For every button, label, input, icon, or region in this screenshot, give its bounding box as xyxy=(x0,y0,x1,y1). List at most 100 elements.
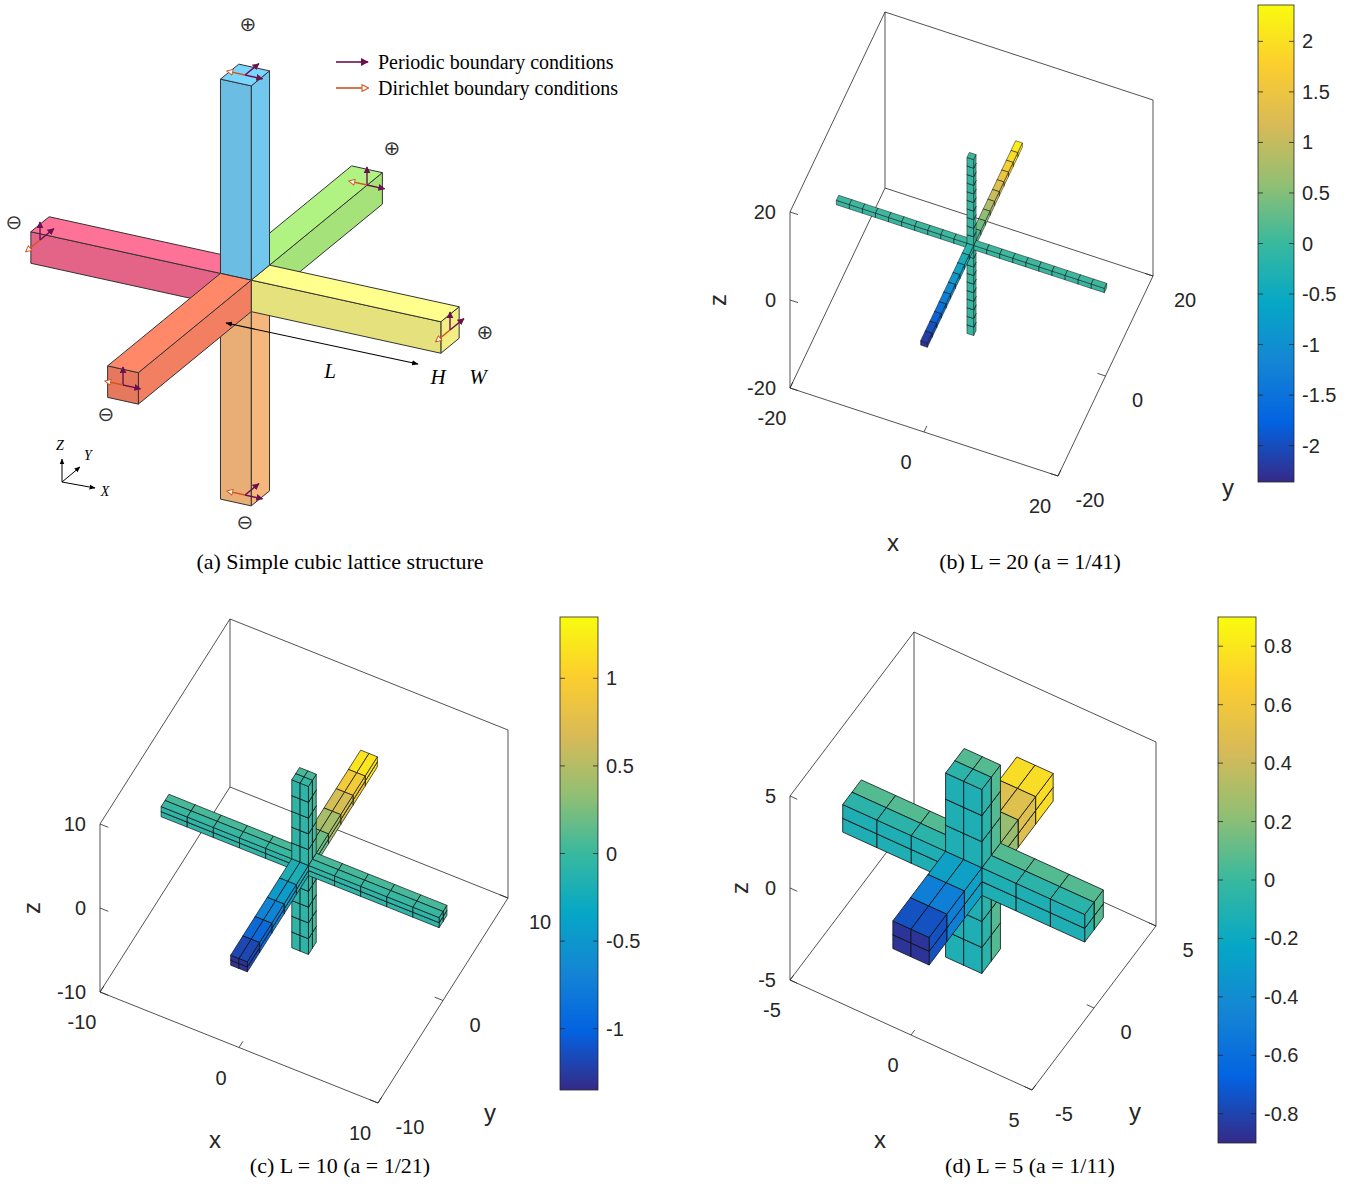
colorbar-tick xyxy=(1289,395,1294,396)
colorbar xyxy=(560,617,598,1090)
axis-tick xyxy=(1087,1005,1094,1008)
colorbar-tick xyxy=(1218,880,1223,881)
colorbar-tick xyxy=(1289,445,1294,446)
mesh-element-face xyxy=(213,821,243,838)
axis-label: y xyxy=(484,1099,496,1127)
axis-tick xyxy=(1097,373,1105,376)
panel-caption: (d) L = 5 (a = 1/11) xyxy=(945,1153,1115,1179)
colorbar-tick xyxy=(1258,41,1263,42)
colorbar-tick xyxy=(1289,41,1294,42)
legend-text: Dirichlet boundary conditions xyxy=(378,77,618,100)
colorbar-tick xyxy=(1258,243,1263,244)
axes-box-edge xyxy=(230,787,508,898)
axis-tick xyxy=(1025,1087,1032,1090)
boundary-arrow xyxy=(40,229,54,240)
axis-tick xyxy=(100,908,108,911)
axis-triad-label: Z xyxy=(56,438,64,454)
axis-triad-arrow xyxy=(62,467,80,482)
mesh-element-face xyxy=(964,769,991,790)
axes-box-edge xyxy=(914,816,1156,926)
colorbar-tick xyxy=(1289,142,1294,143)
mesh-element-face xyxy=(1050,887,1094,915)
axis-label: x xyxy=(887,529,899,557)
tick-label: 10 xyxy=(64,813,86,836)
tick-label: 5 xyxy=(765,785,776,808)
axis-label: z xyxy=(704,294,732,306)
colorbar-tick xyxy=(1218,1113,1223,1114)
legend-arrow-sample xyxy=(336,87,368,89)
boundary-arrow xyxy=(245,75,263,79)
legend-text: Periodic boundary conditions xyxy=(378,51,614,74)
colorbar-tick-label: -0.5 xyxy=(1302,283,1336,306)
tick-label: -20 xyxy=(747,377,776,400)
colorbar-tick xyxy=(593,853,598,854)
colorbar-tick xyxy=(560,1028,565,1029)
mesh-element-face xyxy=(187,811,217,828)
boundary-arrow xyxy=(39,222,40,240)
tick-label: 5 xyxy=(1182,939,1193,962)
dimension-label: W xyxy=(469,365,487,390)
boundary-arrow xyxy=(245,484,259,495)
colorbar-tick xyxy=(1258,91,1263,92)
axis-tick xyxy=(1145,273,1153,276)
boundary-arrow xyxy=(436,330,450,341)
tick-label: 20 xyxy=(754,201,776,224)
tick-label: -10 xyxy=(57,981,86,1004)
beam-face xyxy=(220,79,251,280)
mesh-plot xyxy=(790,5,1294,482)
tick-label: -5 xyxy=(758,969,776,992)
colorbar-tick xyxy=(1258,344,1263,345)
mesh-element-face xyxy=(266,842,296,859)
tick-label: 0 xyxy=(887,1054,898,1077)
mesh-element-face xyxy=(967,152,976,159)
colorbar-tick xyxy=(560,678,565,679)
colorbar-tick xyxy=(1251,938,1256,939)
mesh-element-face xyxy=(889,212,904,221)
colorbar-tick xyxy=(1258,192,1263,193)
colorbar-tick-label: -0.5 xyxy=(606,930,640,953)
axis-tick xyxy=(435,997,443,1000)
colorbar-tick xyxy=(560,941,565,942)
axes-box-edge xyxy=(230,619,508,730)
polarity-sign: ⊖ xyxy=(98,402,115,426)
mesh-element-face xyxy=(1000,249,1015,258)
beam-face xyxy=(251,297,269,506)
tick-label: -10 xyxy=(396,1116,425,1139)
colorbar-tick xyxy=(560,853,565,854)
beam-face xyxy=(31,217,239,274)
mesh-element-face xyxy=(332,792,353,815)
boundary-arrow xyxy=(450,319,464,330)
tick-label: 20 xyxy=(1174,289,1196,312)
axes-box-edge xyxy=(790,12,885,212)
axes-box-edge xyxy=(100,619,230,824)
colorbar-tick-label: -2 xyxy=(1302,434,1320,457)
legend-arrow-sample xyxy=(336,61,368,63)
axes-box-edge xyxy=(1058,276,1153,476)
mesh-plot xyxy=(100,617,598,1103)
axis-tick xyxy=(100,824,108,827)
tick-label: 0 xyxy=(1120,1021,1131,1044)
axis-label: y xyxy=(1222,474,1234,502)
axis-triad-label: X xyxy=(101,484,110,500)
colorbar-tick-label: 0.4 xyxy=(1264,752,1292,775)
tick-label: 10 xyxy=(529,911,551,934)
beam-face xyxy=(108,273,252,372)
tick-label: 5 xyxy=(1008,1109,1019,1132)
axes-box-edge xyxy=(1032,926,1156,1090)
axis-tick xyxy=(790,888,797,891)
boundary-arrow xyxy=(245,64,259,75)
axis-tick xyxy=(100,986,104,992)
tick-label: 0 xyxy=(1132,389,1143,412)
mesh-element-face xyxy=(974,240,989,249)
colorbar-tick xyxy=(593,941,598,942)
mesh-element-face xyxy=(1091,279,1106,288)
colorbar-tick-label: 1 xyxy=(606,667,617,690)
mesh-element-face xyxy=(876,208,891,217)
axis-triad-arrow xyxy=(62,482,95,488)
colorbar-tick-label: 0.8 xyxy=(1264,635,1292,658)
tick-label: 0 xyxy=(75,897,86,920)
axis-label: x xyxy=(209,1126,221,1154)
axis-tick xyxy=(790,388,798,391)
axis-tick xyxy=(1058,470,1061,476)
